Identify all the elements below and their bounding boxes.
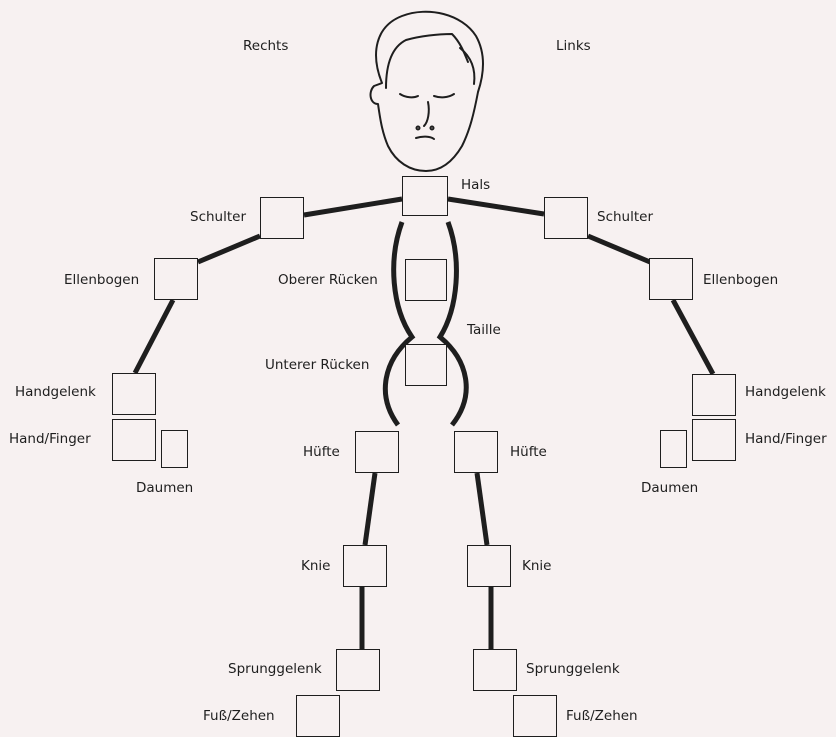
- line-elbow-wrist-r: [135, 300, 173, 373]
- hip-right-label: Hüfte: [303, 444, 340, 460]
- waist-label: Taille: [467, 322, 501, 338]
- line-hip-knee-l: [477, 473, 487, 545]
- foot-left-label: Fuß/Zehen: [566, 708, 638, 724]
- shoulder-left-checkbox[interactable]: [544, 197, 588, 239]
- side-label-left: Links: [556, 38, 591, 54]
- ankle-left-checkbox[interactable]: [473, 649, 517, 691]
- hand-left-label: Hand/Finger: [745, 431, 827, 447]
- line-hip-knee-r: [365, 473, 375, 545]
- lower-back-label: Unterer Rücken: [265, 357, 369, 373]
- ankle-right-checkbox[interactable]: [336, 649, 380, 691]
- lower-back-checkbox[interactable]: [405, 344, 447, 386]
- upper-back-label: Oberer Rücken: [278, 272, 378, 288]
- side-label-right: Rechts: [243, 38, 288, 54]
- shoulder-left-label: Schulter: [597, 209, 653, 225]
- wrist-left-label: Handgelenk: [745, 384, 826, 400]
- line-elbow-wrist-l: [673, 300, 713, 374]
- upper-back-checkbox[interactable]: [405, 259, 447, 301]
- elbow-left-label: Ellenbogen: [703, 272, 778, 288]
- hip-left-label: Hüfte: [510, 444, 547, 460]
- hip-left-checkbox[interactable]: [454, 431, 498, 473]
- line-neck-shoulder-l: [448, 199, 544, 214]
- thumb-left-label: Daumen: [641, 480, 698, 496]
- wrist-right-label: Handgelenk: [15, 384, 96, 400]
- ankle-right-label: Sprunggelenk: [228, 661, 322, 677]
- hand-right-checkbox[interactable]: [112, 419, 156, 461]
- wrist-right-checkbox[interactable]: [112, 373, 156, 415]
- elbow-right-label: Ellenbogen: [64, 272, 139, 288]
- torso-outline-left: [440, 222, 466, 425]
- neck-checkbox[interactable]: [402, 176, 448, 216]
- ankle-left-label: Sprunggelenk: [526, 661, 620, 677]
- line-shoulder-elbow-l: [588, 236, 650, 262]
- hand-right-label: Hand/Finger: [9, 431, 91, 447]
- thumb-left-checkbox[interactable]: [660, 430, 687, 468]
- knee-left-label: Knie: [522, 558, 551, 574]
- knee-right-checkbox[interactable]: [343, 545, 387, 587]
- knee-left-checkbox[interactable]: [467, 545, 511, 587]
- thumb-right-checkbox[interactable]: [161, 430, 188, 468]
- elbow-left-checkbox[interactable]: [649, 258, 693, 300]
- line-shoulder-elbow-r: [198, 236, 260, 262]
- elbow-right-checkbox[interactable]: [154, 258, 198, 300]
- hip-right-checkbox[interactable]: [355, 431, 399, 473]
- foot-right-label: Fuß/Zehen: [203, 708, 275, 724]
- knee-right-label: Knie: [301, 558, 330, 574]
- neck-label: Hals: [461, 177, 490, 193]
- line-neck-shoulder-r: [304, 199, 402, 215]
- wrist-left-checkbox[interactable]: [692, 374, 736, 416]
- thumb-right-label: Daumen: [136, 480, 193, 496]
- shoulder-right-checkbox[interactable]: [260, 197, 304, 239]
- torso-outline-right: [385, 222, 412, 425]
- hand-left-checkbox[interactable]: [692, 419, 736, 461]
- head-face-icon: [360, 8, 490, 178]
- shoulder-right-label: Schulter: [190, 209, 246, 225]
